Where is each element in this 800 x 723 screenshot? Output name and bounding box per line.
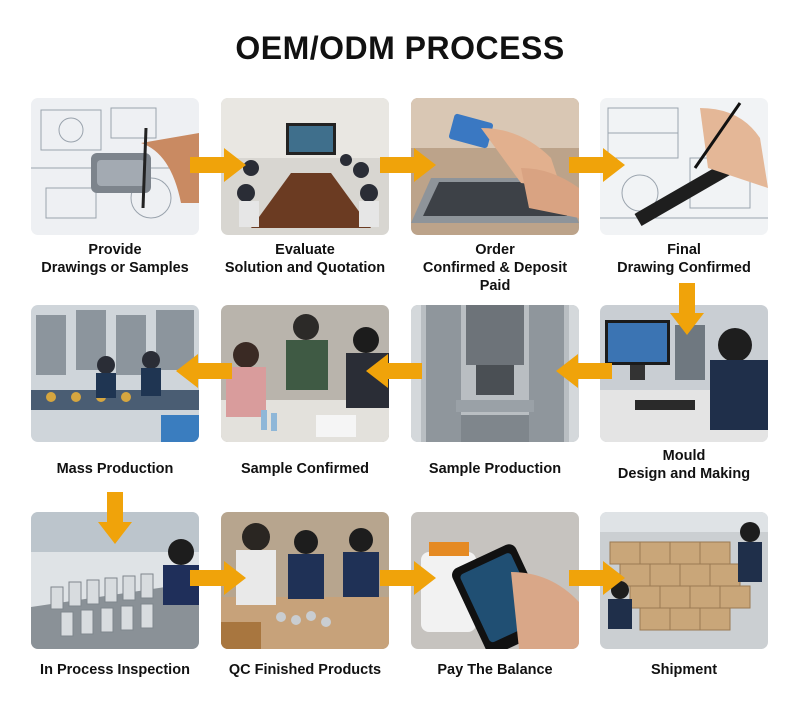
- step-3-photo: [411, 98, 579, 235]
- step-12-photo: [600, 512, 768, 649]
- arrow-right-icon: [380, 148, 436, 182]
- step-4-photo: [600, 98, 768, 235]
- step-10-photo: [221, 512, 389, 649]
- step-6-label: Sample Production: [428, 461, 562, 477]
- step-7-photo: [221, 305, 389, 442]
- arrow-left-icon: [556, 354, 612, 388]
- step-4-label: Final Drawing Confirmed: [617, 242, 751, 276]
- step-2-photo: [221, 98, 389, 235]
- step-11-photo: [411, 512, 579, 649]
- step-5-photo: [600, 305, 768, 442]
- step-12-label: Shipment: [650, 662, 718, 678]
- arrow-down-icon: [670, 283, 704, 335]
- arrow-right-icon: [380, 561, 436, 595]
- arrow-right-icon: [190, 561, 246, 595]
- step-6-photo: [411, 305, 579, 442]
- step-8-label: Mass Production: [56, 461, 174, 477]
- arrow-right-icon: [569, 148, 625, 182]
- step-1-label: Provide Drawings or Samples: [41, 242, 189, 276]
- arrow-down-icon: [98, 492, 132, 544]
- arrow-right-icon: [190, 148, 246, 182]
- step-7-label: Sample Confirmed: [240, 461, 370, 477]
- step-1-photo: [31, 98, 199, 235]
- step-9-label: In Process Inspection: [40, 662, 190, 678]
- step-11-label: Pay The Balance: [437, 662, 553, 678]
- step-5-label: Mould Design and Making: [617, 448, 751, 482]
- step-8-photo: [31, 305, 199, 442]
- step-2-label: Evaluate Solution and Quotation: [224, 242, 386, 276]
- arrow-left-icon: [366, 354, 422, 388]
- step-3-label: Order Confirmed & Deposit Paid: [422, 242, 568, 294]
- arrow-right-icon: [569, 561, 625, 595]
- arrow-left-icon: [176, 354, 232, 388]
- page-title: OEM/ODM PROCESS: [235, 30, 565, 66]
- step-10-label: QC Finished Products: [228, 662, 382, 678]
